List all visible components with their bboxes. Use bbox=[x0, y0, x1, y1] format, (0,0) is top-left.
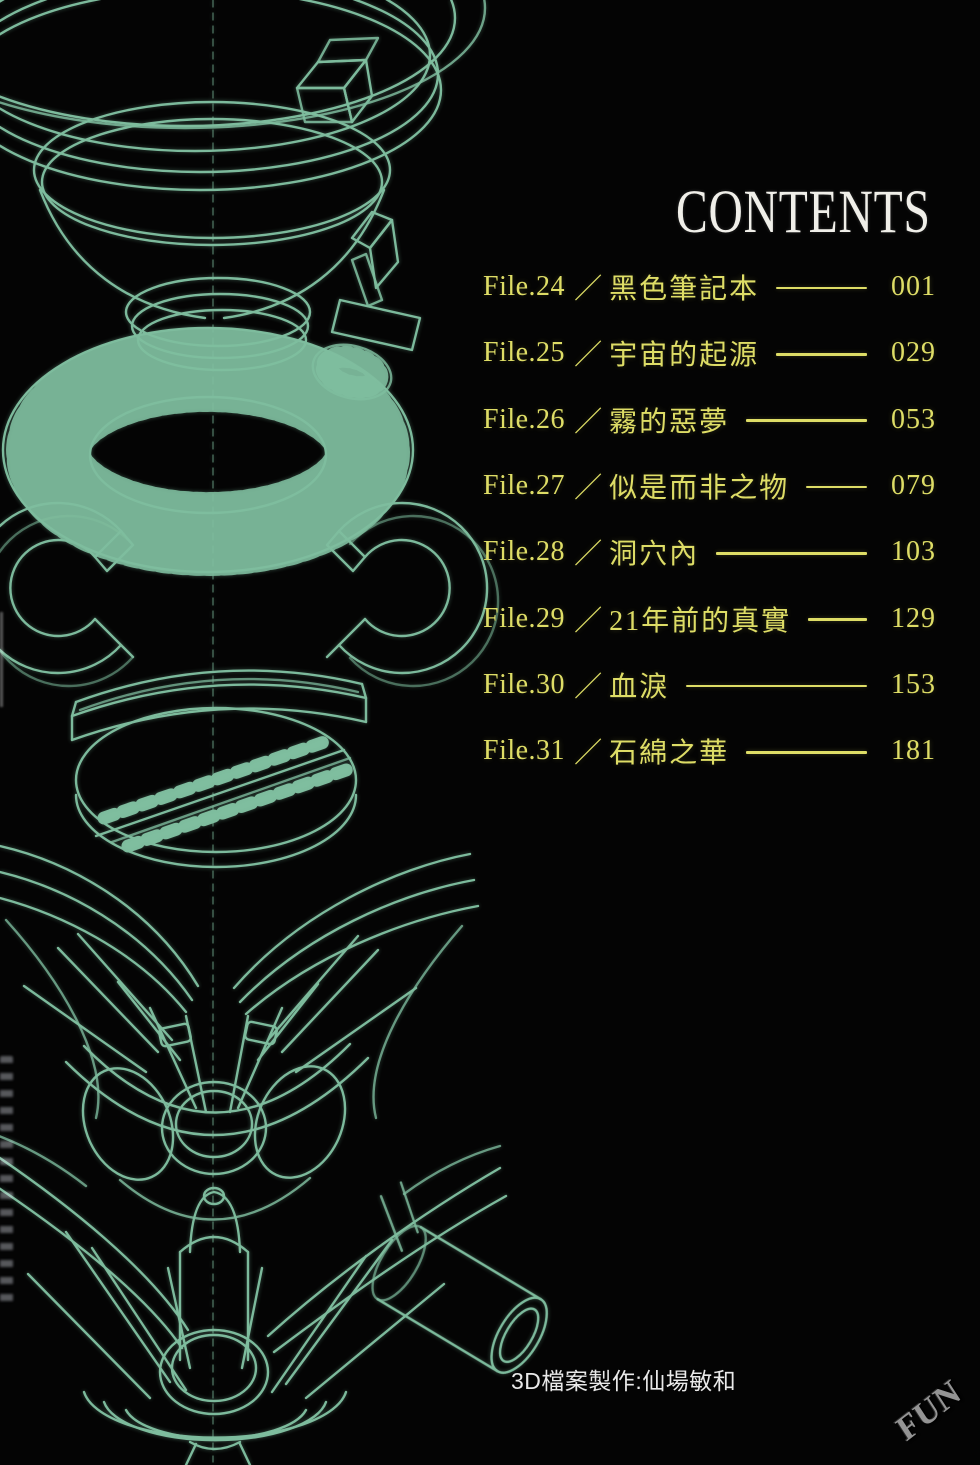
funnel bbox=[0, 844, 480, 1120]
fun-logo: FUN bbox=[890, 1372, 969, 1449]
toc-page-number: 129 bbox=[891, 602, 936, 634]
toc-entry: File.27 ／ 似是而非之物 079 bbox=[483, 453, 936, 519]
toc-chapter-title: 石綿之華 bbox=[609, 738, 730, 770]
ribbed-disc bbox=[74, 706, 359, 869]
toc-slash: ／ bbox=[574, 605, 603, 637]
toc-file-number: File.31 bbox=[483, 735, 566, 767]
toc-chapter-title: 黑色筆記本 bbox=[609, 274, 760, 306]
side-bracket bbox=[311, 210, 422, 401]
toc-leader-line bbox=[746, 750, 867, 754]
toc-leader-line bbox=[746, 419, 867, 423]
toc-entry: File.28 ／ 洞穴內 103 bbox=[483, 519, 936, 585]
page-title: CONTENTS bbox=[676, 179, 931, 246]
toc-page-number: 103 bbox=[891, 536, 936, 568]
toc-page-number: 029 bbox=[891, 337, 936, 369]
toc-entry: File.25 ／ 宇宙的起源 029 bbox=[483, 320, 936, 386]
toc-leader-line bbox=[776, 353, 867, 356]
toc-chapter-title: 似是而非之物 bbox=[609, 473, 790, 505]
bell-knob bbox=[188, 1186, 242, 1254]
toc-slash: ／ bbox=[574, 539, 603, 571]
toc-file-number: File.27 bbox=[483, 470, 566, 502]
toc-slash: ／ bbox=[574, 406, 603, 438]
toc-file-number: File.25 bbox=[483, 337, 566, 369]
spine-text-strip bbox=[0, 1056, 13, 1311]
toc-slash: ／ bbox=[574, 340, 603, 372]
toc-leader-line bbox=[808, 618, 867, 621]
toc-entry: File.24 ／ 黑色筆記本 001 bbox=[483, 254, 936, 320]
toc-page-number: 153 bbox=[891, 668, 936, 700]
coil-torus bbox=[1, 326, 415, 576]
clamp-right bbox=[325, 501, 500, 688]
toc-slash: ／ bbox=[574, 671, 603, 703]
toc-chapter-title: 霧的惡夢 bbox=[609, 406, 730, 438]
toc-page-number: 053 bbox=[891, 403, 936, 435]
toc-chapter-title: 宇宙的起源 bbox=[609, 340, 760, 372]
toc-entry: File.26 ／ 霧的惡夢 053 bbox=[483, 387, 936, 453]
toc-chapter-title: 血淚 bbox=[609, 671, 670, 703]
toc-chapter-title: 21年前的真實 bbox=[609, 605, 792, 637]
toc-file-number: File.28 bbox=[483, 536, 566, 568]
curved-bar bbox=[70, 669, 368, 742]
clamp-left bbox=[0, 501, 135, 688]
toc-chapter-title: 洞穴內 bbox=[609, 539, 700, 571]
toc-slash: ／ bbox=[574, 473, 603, 505]
toc-leader-line bbox=[806, 485, 867, 489]
toc-leader-line bbox=[716, 552, 867, 555]
toc-page-number: 181 bbox=[891, 735, 936, 767]
toc-slash: ／ bbox=[574, 274, 603, 306]
toc-leader-line bbox=[686, 684, 867, 688]
toc-page-number: 001 bbox=[891, 271, 936, 303]
hub-cluster bbox=[64, 1020, 370, 1221]
film-scratch bbox=[0, 612, 3, 707]
toc-entry: File.31 ／ 石綿之華 181 bbox=[483, 718, 936, 784]
toc-page-number: 079 bbox=[891, 470, 936, 502]
top-ring bbox=[0, 0, 487, 192]
table-of-contents: File.24 ／ 黑色筆記本 001 File.25 ／ 宇宙的起源 029 … bbox=[483, 254, 936, 784]
toc-file-number: File.29 bbox=[483, 602, 566, 634]
toc-file-number: File.26 bbox=[483, 403, 566, 435]
toc-file-number: File.24 bbox=[483, 271, 566, 303]
credit-text: 3D檔案製作:仙場敏和 bbox=[511, 1368, 737, 1394]
upper-bowl bbox=[32, 100, 392, 372]
bottom-bowl bbox=[0, 1135, 508, 1465]
toc-file-number: File.30 bbox=[483, 668, 566, 700]
toc-entry: File.30 ／ 血淚 153 bbox=[483, 652, 936, 718]
toc-entry: File.29 ／ 21年前的真實 129 bbox=[483, 585, 936, 651]
nozzle bbox=[371, 1181, 548, 1374]
toc-slash: ／ bbox=[574, 738, 603, 770]
toc-leader-line bbox=[776, 286, 867, 290]
